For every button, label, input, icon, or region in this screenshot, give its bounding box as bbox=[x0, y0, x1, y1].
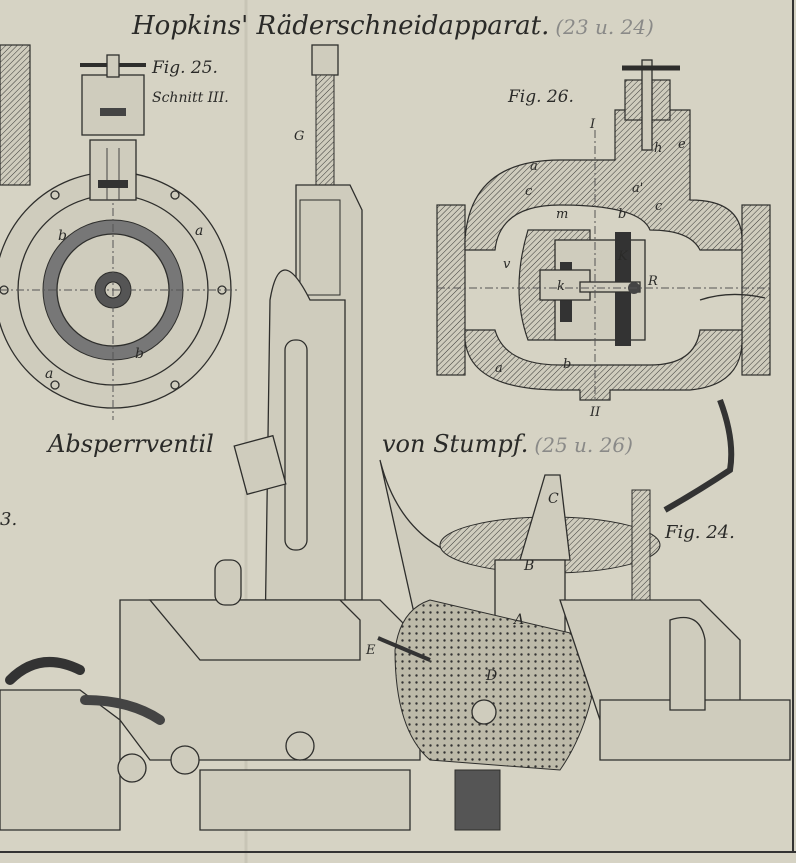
fig26-letter: h bbox=[654, 141, 662, 156]
caption-right: von Stumpf. bbox=[382, 430, 528, 458]
fig25-letter: b bbox=[135, 346, 144, 362]
fig26-letter: e bbox=[678, 137, 686, 152]
caption-right-line: von Stumpf.(25 u. 26) bbox=[382, 430, 633, 458]
fig25-letter: b bbox=[58, 228, 67, 244]
fig26-letter: R bbox=[647, 274, 658, 289]
fig24-letter: G bbox=[294, 129, 304, 144]
fig26-letter: K bbox=[617, 249, 629, 264]
title-figure-ref: (23 u. 24) bbox=[555, 15, 653, 39]
fig25-drawing bbox=[0, 54, 240, 420]
left-edge-fragment bbox=[0, 44, 31, 186]
plate-title-line: Hopkins' Räderschneidapparat.(23 u. 24) bbox=[131, 11, 654, 41]
fig26-letter: v bbox=[503, 257, 511, 272]
fig26-letter: c bbox=[655, 199, 663, 214]
caption-left: Absperrventil bbox=[46, 430, 214, 458]
fig26-letter: a bbox=[495, 361, 503, 376]
fig26-letter: II bbox=[589, 405, 601, 420]
fig24-letter: B bbox=[523, 558, 534, 574]
fig24-drawing bbox=[0, 44, 791, 831]
fig26-letter: b bbox=[618, 207, 626, 222]
fig24-letter: C bbox=[548, 491, 559, 507]
fig25-letter: a bbox=[195, 223, 203, 239]
fig26-letter: I bbox=[589, 117, 596, 132]
fig26-letter: c bbox=[525, 184, 533, 199]
fig26-letter: b bbox=[563, 357, 571, 372]
fig26-letter: a' bbox=[632, 181, 643, 196]
fig24-label: Fig. 24. bbox=[664, 522, 735, 543]
fig25-section: Schnitt III. bbox=[152, 90, 229, 106]
fig26-drawing bbox=[436, 59, 771, 401]
fig24-letter: E bbox=[365, 643, 376, 658]
edge-fragment-text: 3. bbox=[0, 509, 17, 530]
fig25-letter: a bbox=[45, 366, 53, 382]
fig24-letter: A bbox=[512, 612, 524, 628]
fig26-letter: m bbox=[556, 207, 568, 222]
fig26-letter: k bbox=[557, 279, 565, 294]
caption-figure-ref: (25 u. 26) bbox=[534, 433, 632, 457]
fig26-label: Fig. 26. bbox=[507, 87, 574, 107]
fig24-letter: D bbox=[485, 668, 497, 684]
fig25-label: Fig. 25. bbox=[151, 58, 218, 78]
plate-title: Hopkins' Räderschneidapparat. bbox=[131, 11, 549, 41]
fig26-letter: a bbox=[530, 159, 538, 174]
